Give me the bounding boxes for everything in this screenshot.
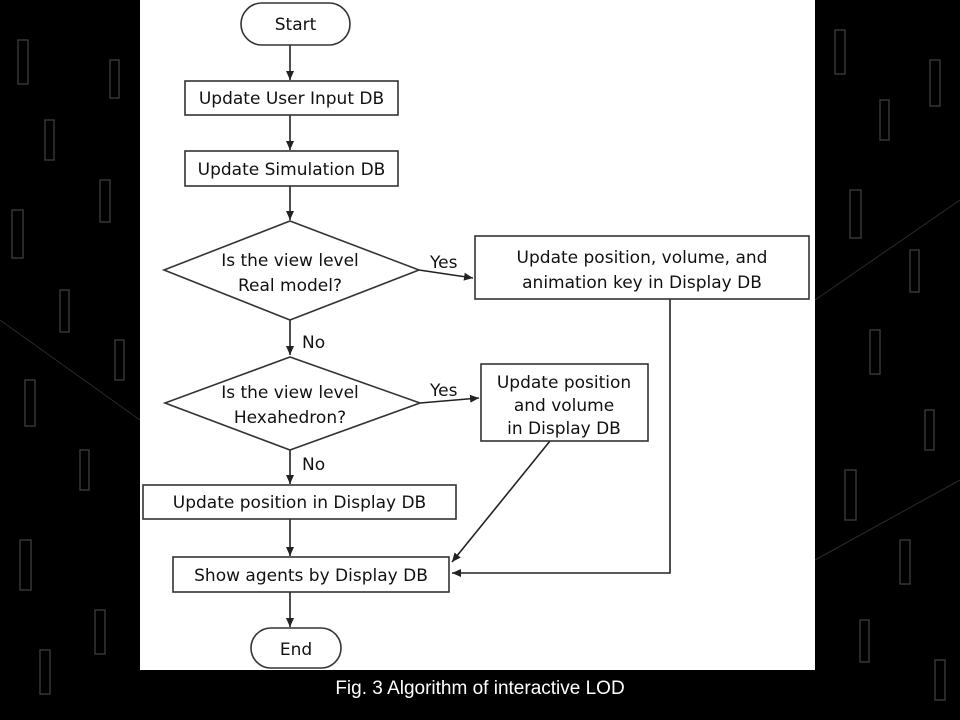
update-position-only-label: Update position in Display DB <box>173 493 426 513</box>
decision-real-model-line-1: Is the view level <box>221 251 359 271</box>
update-user-input-label: Update User Input DB <box>199 89 384 109</box>
figure-caption: Fig. 3 Algorithm of interactive LOD <box>335 678 625 699</box>
flowchart: Start Update User Input DB Update Simula… <box>142 2 810 669</box>
decision-hexahedron-line-2: Hexahedron? <box>234 408 346 428</box>
edge-label-real-no: No <box>302 333 325 353</box>
update-position-only-node: Update position in Display DB <box>142 484 457 520</box>
decision-hexahedron-line-1: Is the view level <box>221 383 359 403</box>
update-simulation-node: Update Simulation DB <box>184 150 399 187</box>
edge-hexa-yes <box>419 394 480 404</box>
update-position-volume-line-3: in Display DB <box>507 419 621 439</box>
update-full-display-line-2: animation key in Display DB <box>522 273 762 293</box>
start-label: Start <box>275 15 317 35</box>
edge-label-hexa-yes: Yes <box>429 381 458 401</box>
edge-real-yes <box>418 269 474 281</box>
end-node: End <box>250 627 342 669</box>
update-user-input-node: Update User Input DB <box>184 80 399 116</box>
decision-real-model-line-2: Real model? <box>238 276 342 296</box>
update-simulation-label: Update Simulation DB <box>198 160 386 180</box>
show-agents-label: Show agents by Display DB <box>194 566 428 586</box>
edge-full-display-to-show <box>452 299 671 577</box>
start-node: Start <box>240 2 351 46</box>
decision-real-model-node: Is the view level Real model? <box>161 220 422 321</box>
update-full-display-node: Update position, volume, and animation k… <box>474 235 810 300</box>
edge-position-volume-to-show <box>451 440 551 563</box>
update-position-volume-node: Update position and volume in Display DB <box>480 363 649 442</box>
edge-label-real-yes: Yes <box>429 253 458 273</box>
decision-hexahedron-node: Is the view level Hexahedron? <box>162 356 423 451</box>
update-position-volume-line-2: and volume <box>514 396 614 416</box>
end-label: End <box>280 640 312 660</box>
edge-label-hexa-no: No <box>302 455 325 475</box>
update-full-display-line-1: Update position, volume, and <box>517 248 768 268</box>
flow-edges <box>286 45 671 627</box>
update-position-volume-line-1: Update position <box>497 373 631 393</box>
show-agents-node: Show agents by Display DB <box>172 556 450 593</box>
